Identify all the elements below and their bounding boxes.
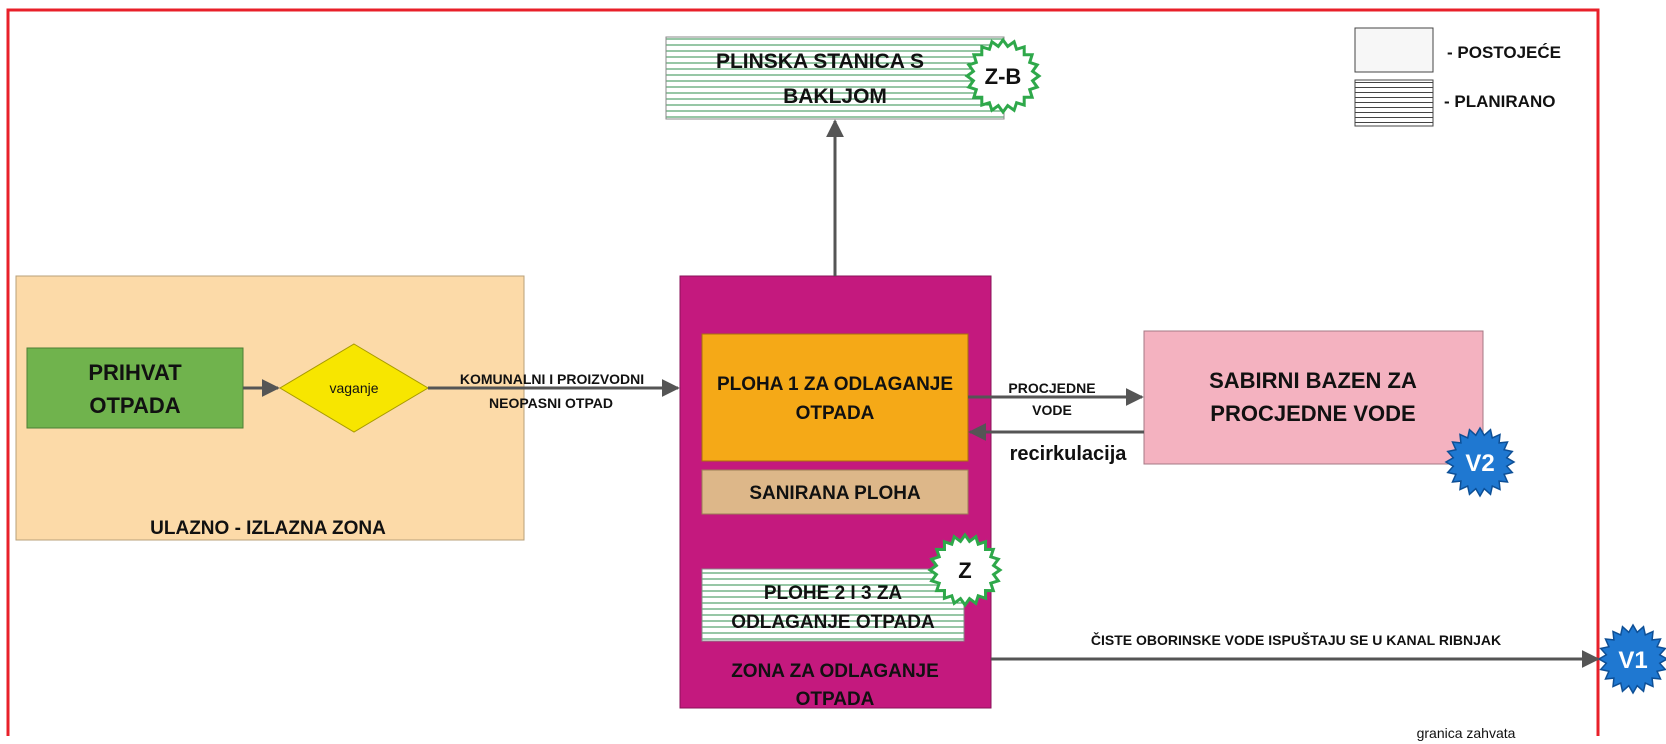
waste-flow-label-line1: KOMUNALNI I PROIZVODNI: [460, 371, 644, 387]
gas-station-node: PLINSKA STANICA S BAKLJOM Z-B: [665, 36, 1042, 120]
boundary-label: granica zahvata: [1417, 725, 1516, 741]
marker-v2-badge: V2: [1444, 426, 1516, 498]
accept-waste-box: [26, 347, 244, 429]
legend-existing-swatch: [1354, 27, 1434, 73]
leachate-basin-line1: SABIRNI BAZEN ZA: [1209, 368, 1417, 393]
connectors: [243, 119, 1600, 668]
legend: - POSTOJEĆE - PLANIRANO: [1354, 27, 1561, 127]
legend-planned-swatch: [1354, 79, 1434, 127]
marker-v1-badge: V1: [1597, 623, 1666, 695]
remediated-plot-label: SANIRANA PLOHA: [749, 483, 921, 504]
marker-v1-label: V1: [1618, 647, 1647, 674]
legend-existing-label: - POSTOJEĆE: [1447, 43, 1561, 62]
plots23-box: [701, 568, 965, 642]
leachate-basin-line2: PROCJEDNE VODE: [1210, 401, 1415, 426]
stormwater-label: ČISTE OBORINSKE VODE ISPUŠTAJU SE U KANA…: [1091, 631, 1501, 648]
leachate-basin-box: [1143, 330, 1484, 465]
marker-z-label: Z: [958, 558, 971, 583]
entry-zone-label: ULAZNO - IZLAZNA ZONA: [150, 518, 386, 539]
accept-waste-line2: OTPADA: [89, 393, 180, 418]
plot1-line1: PLOHA 1 ZA ODLAGANJE: [717, 374, 953, 395]
recirculation-label: recirkulacija: [1010, 443, 1128, 465]
gas-station-box: [665, 36, 1005, 120]
weighing-label: vaganje: [329, 380, 378, 396]
plot1-box: [701, 333, 969, 462]
project-boundary: [6, 8, 1600, 736]
remediated-plot-box: [701, 469, 969, 515]
plots23-line2: ODLAGANJE OTPADA: [731, 612, 935, 633]
plots23-line1: PLOHE 2 I 3 ZA: [764, 583, 903, 604]
weighing-decision: [279, 343, 429, 433]
disposal-zone-line1: ZONA ZA ODLAGANJE: [731, 661, 939, 682]
disposal-zone-line2: OTPADA: [796, 689, 875, 710]
marker-zb-label: Z-B: [985, 64, 1022, 89]
leachate-flow-label-line2: VODE: [1032, 402, 1072, 418]
leachate-flow-label-line1: PROCJEDNE: [1008, 380, 1095, 396]
disposal-zone: ZONA ZA ODLAGANJE OTPADA PLOHA 1 ZA ODLA…: [679, 275, 1003, 710]
gas-station-line2: BAKLJOM: [783, 85, 887, 108]
marker-zb-badge: Z-B: [964, 37, 1042, 115]
waste-flow-label-line2: NEOPASNI OTPAD: [489, 395, 613, 411]
accept-waste-line1: PRIHVAT: [88, 360, 182, 385]
marker-z-badge: Z: [927, 532, 1003, 608]
gas-station-line1: PLINSKA STANICA S: [716, 50, 924, 73]
legend-planned-label: - PLANIRANO: [1444, 92, 1555, 111]
entry-exit-zone: ULAZNO - IZLAZNA ZONA PRIHVAT OTPADA vag…: [15, 275, 525, 541]
marker-v2-label: V2: [1465, 450, 1494, 477]
leachate-basin-node: SABIRNI BAZEN ZA PROCJEDNE VODE V2: [1143, 330, 1516, 498]
plot1-line2: OTPADA: [796, 403, 875, 424]
